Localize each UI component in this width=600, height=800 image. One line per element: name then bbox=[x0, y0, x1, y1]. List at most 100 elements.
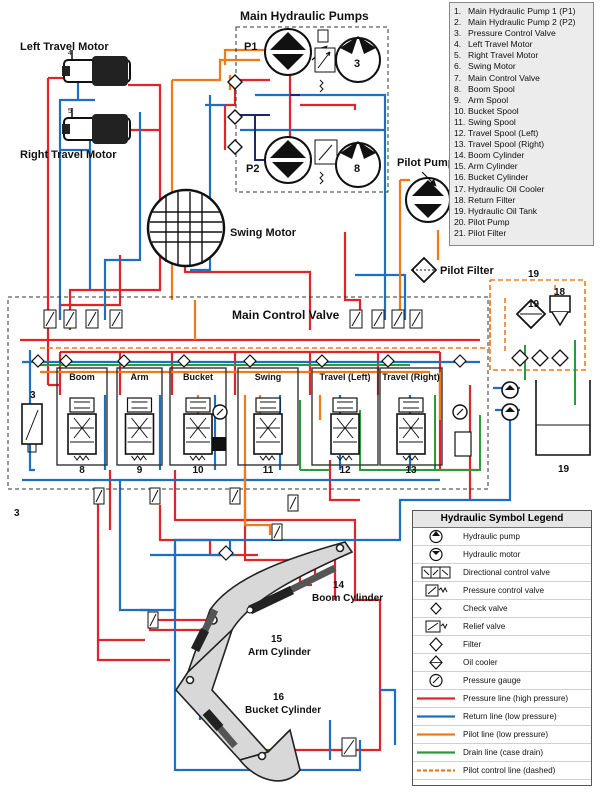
motor-3 bbox=[335, 36, 381, 83]
component-list-item: 1.Main Hydraulic Pump 1 (P1) bbox=[454, 6, 589, 17]
component-list-item: 21.Pilot Filter bbox=[454, 228, 589, 239]
component-name: Return Filter bbox=[468, 194, 516, 205]
motor-3-label: 3 bbox=[354, 58, 360, 70]
component-name: Swing Motor bbox=[468, 61, 516, 72]
boom-cylinder bbox=[246, 564, 337, 615]
legend-title: Hydraulic Symbol Legend bbox=[413, 511, 591, 528]
component-list-item: 11.Swing Spool bbox=[454, 117, 589, 128]
component-list-item: 19.Hydraulic Oil Tank bbox=[454, 206, 589, 217]
component-name: Left Travel Motor bbox=[468, 39, 533, 50]
component-number: 18. bbox=[454, 194, 466, 205]
spool-travel-left: Travel (Left)12 bbox=[311, 367, 379, 476]
component-number: 9. bbox=[454, 94, 462, 105]
spool-valve-body bbox=[253, 413, 283, 455]
oil-cooler-section bbox=[511, 298, 569, 367]
spool-spring bbox=[73, 455, 90, 461]
pressure-control-valve-3 bbox=[21, 403, 43, 453]
legend-row: Directional control valve bbox=[413, 564, 591, 582]
spool-spring bbox=[402, 455, 419, 461]
legend-text: Pressure gauge bbox=[463, 676, 521, 685]
spool-number: 8 bbox=[79, 465, 85, 476]
spool-number: 10 bbox=[192, 465, 204, 476]
component-list-item: 6.Swing Motor bbox=[454, 61, 589, 72]
dcv-icon bbox=[413, 564, 459, 581]
legend-text: Filter bbox=[463, 640, 482, 649]
bucket-cylinder bbox=[202, 709, 238, 749]
legend-text: Drain line (case drain) bbox=[463, 748, 544, 757]
spool-bucket: Bucket 10 bbox=[169, 367, 227, 476]
legend-row: Check valve bbox=[413, 600, 591, 618]
component-number: 13. bbox=[454, 139, 466, 150]
component-name: Right Travel Motor bbox=[468, 50, 539, 61]
spool-flow-arrows bbox=[127, 417, 152, 443]
component-number: 12. bbox=[454, 128, 466, 139]
component-list-item: 20.Pilot Pump bbox=[454, 217, 589, 228]
component-name: Pressure Control Valve bbox=[468, 28, 556, 39]
spool-frame bbox=[116, 367, 163, 466]
check-valve-icon bbox=[413, 600, 459, 617]
component-number: 2. bbox=[454, 17, 462, 28]
component-number: 4. bbox=[454, 39, 462, 50]
component-list-item: 10.Bucket Spool bbox=[454, 106, 589, 117]
component-name: Arm Spool bbox=[468, 94, 509, 105]
legend-row: Pilot line (low pressure) bbox=[413, 726, 591, 744]
spool-swing: Swing 11 bbox=[237, 367, 299, 476]
line-orange bbox=[413, 726, 459, 743]
boom-cylinder-label: Boom Cylinder bbox=[312, 593, 383, 604]
component-number: 8. bbox=[454, 83, 462, 94]
spool-valve-body bbox=[124, 413, 155, 455]
bucket-solenoid bbox=[212, 437, 226, 451]
spool-number: 12 bbox=[339, 465, 351, 476]
check-valves-mcv bbox=[31, 354, 467, 368]
spool-valve-top bbox=[255, 397, 281, 413]
left-travel-motor-label: Left Travel Motor bbox=[20, 41, 109, 53]
label-18: 18 bbox=[554, 287, 566, 298]
component-number: 19. bbox=[454, 205, 466, 216]
spool-label: Boom bbox=[69, 372, 95, 382]
pump-p1-label: P1 bbox=[244, 41, 257, 53]
component-name: Pilot Filter bbox=[468, 227, 507, 238]
right-travel-motor-label: Right Travel Motor bbox=[20, 149, 117, 161]
pilot-pump bbox=[405, 171, 451, 223]
component-list-item: 15.Arm Cylinder bbox=[454, 161, 589, 172]
component-name: Hydraulic Oil Cooler bbox=[468, 183, 545, 194]
component-list-item: 12.Travel Spool (Left) bbox=[454, 128, 589, 139]
spool-ports bbox=[74, 401, 90, 409]
legend-row: Hydraulic motor bbox=[413, 546, 591, 564]
spool-ports bbox=[190, 401, 206, 409]
spool-valve-body bbox=[67, 413, 97, 455]
legend-text: Pilot line (low pressure) bbox=[463, 730, 549, 739]
pcv-3-bottom-label: 3 bbox=[14, 508, 20, 519]
component-list-item: 3.Pressure Control Valve bbox=[454, 28, 589, 39]
spool-number: 11 bbox=[263, 465, 274, 476]
component-name: Travel Spool (Right) bbox=[468, 139, 545, 150]
motor-8 bbox=[335, 141, 381, 188]
legend-text: Pilot control line (dashed) bbox=[463, 766, 556, 775]
spool-flow-arrows bbox=[256, 417, 280, 443]
spool-label: Swing bbox=[255, 372, 282, 382]
component-list-item: 9. Arm Spool bbox=[454, 95, 589, 106]
tank-pumps bbox=[501, 381, 519, 421]
spool-frame bbox=[56, 367, 108, 466]
bucket-cylinder-label: Bucket Cylinder bbox=[245, 705, 321, 716]
component-number: 1. bbox=[454, 6, 462, 16]
component-name: Hydraulic Oil Tank bbox=[468, 205, 538, 216]
relief-valve-icon bbox=[413, 618, 459, 635]
bucket-cylinder-num: 16 bbox=[273, 692, 285, 703]
filter-icon bbox=[413, 636, 459, 653]
component-name: Boom Spool bbox=[468, 83, 515, 94]
spool-valve-top bbox=[126, 397, 153, 413]
spool-travel-right: Travel (Right)13 bbox=[379, 367, 443, 476]
legend-text: Directional control valve bbox=[463, 568, 550, 577]
component-number: 5. bbox=[454, 50, 462, 61]
component-number: 11. bbox=[454, 116, 466, 127]
pilot-lines bbox=[40, 48, 442, 535]
line-red bbox=[413, 690, 459, 707]
component-name: Main Hydraulic Pump 2 (P2) bbox=[468, 17, 576, 28]
relief-valve-right bbox=[454, 431, 472, 457]
svg-text:5: 5 bbox=[68, 108, 72, 115]
spool-number: 9 bbox=[137, 465, 143, 476]
spool-label: Bucket bbox=[183, 372, 213, 382]
legend-text: Pressure control valve bbox=[463, 586, 544, 595]
